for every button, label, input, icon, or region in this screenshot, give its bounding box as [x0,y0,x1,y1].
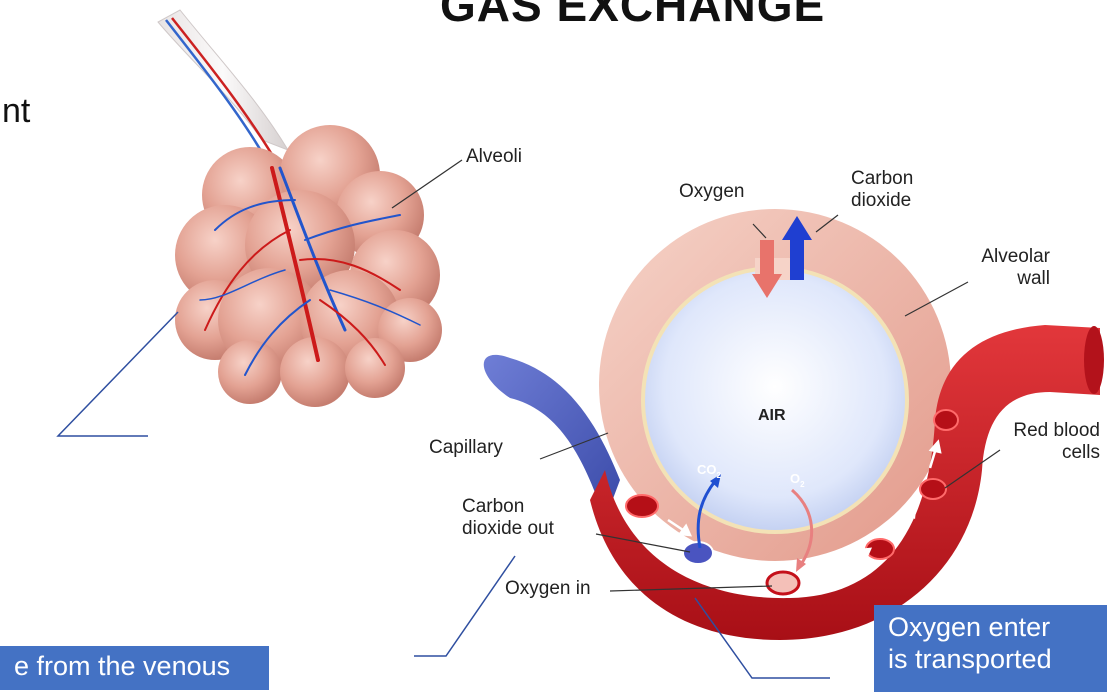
right-text-box-line-1: Oxygen enter [888,611,1107,643]
left-text-box: e from the venous [0,646,269,690]
right-text-box-line-2: is transported [888,643,1107,675]
left-callout-line [58,312,178,436]
label-oxygen: Oxygen [679,181,744,203]
middle-callout-line [414,556,515,656]
alveolar-sacs [175,125,442,407]
label-capillary: Capillary [429,437,503,459]
label-oxygen-in: Oxygen in [505,578,591,600]
air-sac [643,268,907,532]
label-air: AIR [758,405,786,427]
cropped-text-fragment: nt [2,92,30,131]
label-alveoli: Alveoli [466,146,522,168]
right-text-box: Oxygen enter is transported [874,605,1107,692]
page-title: GAS EXCHANGE [440,0,825,32]
bronchiole-tube [158,10,288,150]
alveoli-cluster-illustration [158,10,442,407]
